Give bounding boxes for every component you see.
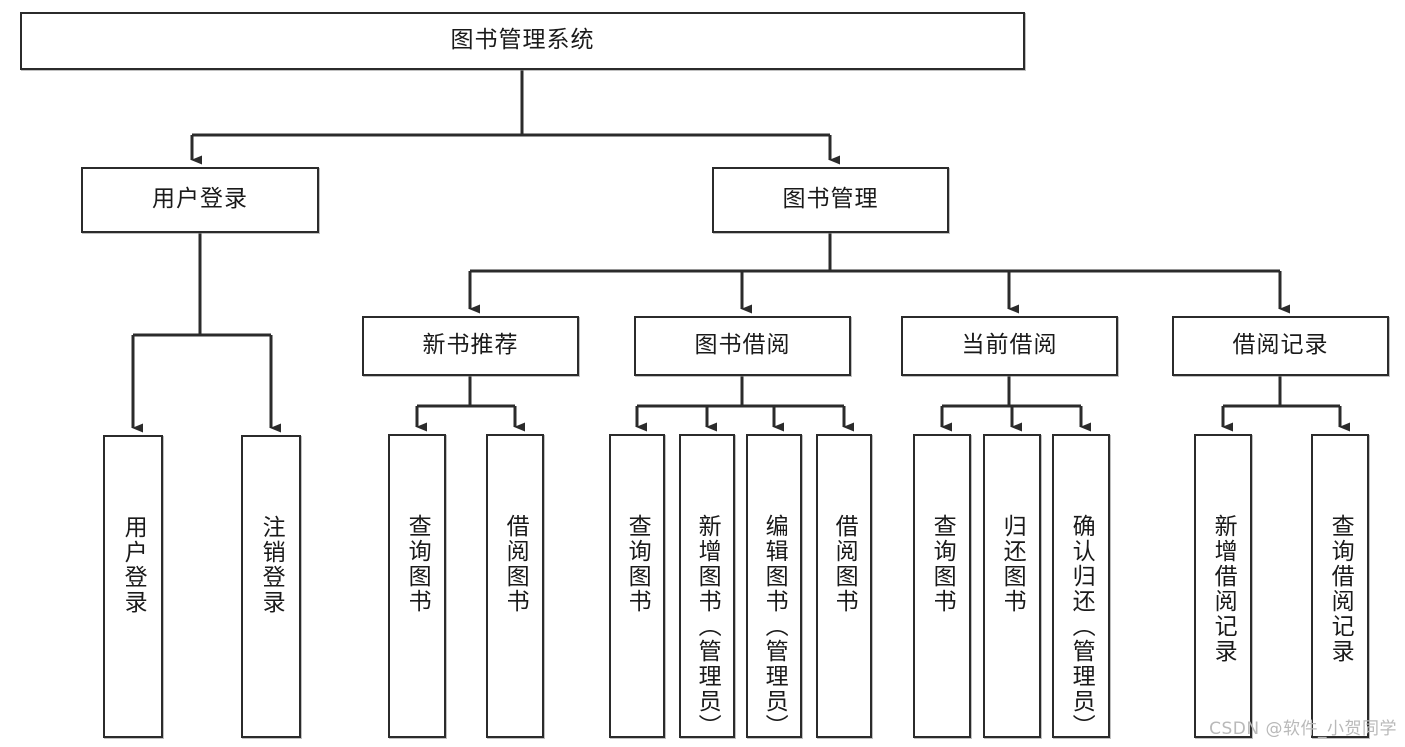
- node-label: 编辑图书（管理员）: [761, 514, 788, 739]
- node-book-management[interactable]: 图书管理: [712, 167, 949, 233]
- node-label: 新增图书（管理员）: [694, 514, 721, 739]
- node-label: 新增借阅记录: [1210, 514, 1237, 664]
- leaf-edit-book-admin[interactable]: 编辑图书（管理员）: [746, 434, 802, 739]
- node-label: 注销登录: [258, 515, 285, 615]
- leaf-query-book-borrow[interactable]: 查询图书: [609, 434, 665, 738]
- node-label: 查询图书: [624, 514, 651, 614]
- node-label: 确认归还（管理员）: [1068, 514, 1095, 739]
- node-user-login[interactable]: 用户登录: [81, 167, 319, 233]
- node-book-borrow[interactable]: 图书借阅: [634, 316, 851, 376]
- node-label: 图书管理: [782, 186, 879, 213]
- node-root-system[interactable]: 图书管理系统: [20, 12, 1025, 70]
- node-label: 借阅图书: [831, 514, 858, 614]
- node-label: 借阅记录: [1232, 332, 1329, 359]
- leaf-borrow-book[interactable]: 借阅图书: [816, 434, 872, 738]
- leaf-confirm-return-admin[interactable]: 确认归还（管理员）: [1052, 434, 1110, 739]
- node-label: 用户登录: [152, 186, 248, 213]
- node-label: 查询图书: [929, 514, 956, 614]
- node-new-book-recommend[interactable]: 新书推荐: [362, 316, 579, 376]
- csdn-watermark: CSDN @软件_小贺同学: [1209, 719, 1397, 739]
- node-label: 借阅图书: [502, 514, 529, 614]
- leaf-add-book-admin[interactable]: 新增图书（管理员）: [679, 434, 735, 739]
- leaf-logout[interactable]: 注销登录: [241, 435, 301, 738]
- leaf-query-book-current[interactable]: 查询图书: [913, 434, 971, 738]
- node-label: 用户登录: [120, 515, 147, 615]
- node-label: 新书推荐: [422, 332, 519, 359]
- node-label: 归还图书: [999, 514, 1026, 614]
- node-label: 查询借阅记录: [1327, 514, 1354, 664]
- node-label: 查询图书: [404, 514, 431, 614]
- leaf-query-book-newbook[interactable]: 查询图书: [388, 434, 446, 738]
- leaf-user-login[interactable]: 用户登录: [103, 435, 163, 738]
- node-label: 图书借阅: [694, 332, 791, 359]
- node-current-borrow[interactable]: 当前借阅: [901, 316, 1118, 376]
- node-label: 图书管理系统: [450, 27, 595, 54]
- node-borrow-record[interactable]: 借阅记录: [1172, 316, 1389, 376]
- node-label: 当前借阅: [961, 332, 1058, 359]
- leaf-return-book[interactable]: 归还图书: [983, 434, 1041, 738]
- leaf-query-borrow-record[interactable]: 查询借阅记录: [1311, 434, 1369, 738]
- leaf-add-borrow-record[interactable]: 新增借阅记录: [1194, 434, 1252, 738]
- leaf-borrow-book-newbook[interactable]: 借阅图书: [486, 434, 544, 738]
